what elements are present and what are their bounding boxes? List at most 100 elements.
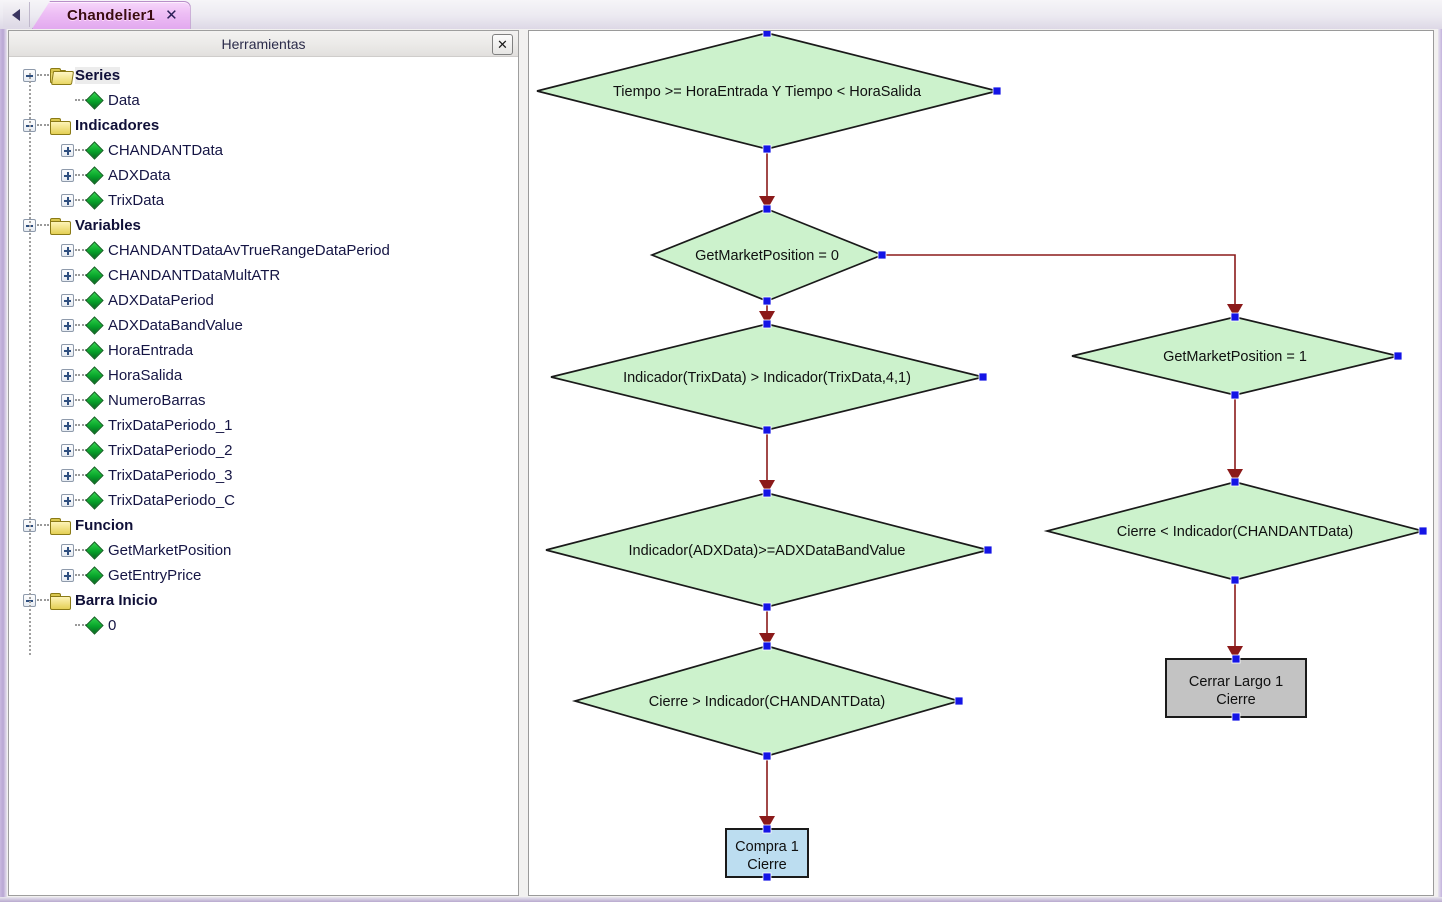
tree-item-0[interactable]: 0 (9, 613, 518, 638)
expand-plus-icon[interactable] (61, 194, 74, 207)
edge-n4-n5[interactable] (759, 607, 775, 647)
node-n2[interactable]: GetMarketPosition = 0 (649, 204, 887, 306)
tree-item-trixdataperiodo-3[interactable]: TrixDataPeriodo_3 (9, 463, 518, 488)
tree-item-adxdataperiod[interactable]: ADXDataPeriod (9, 288, 518, 313)
tree-item-chandantdataavtruerangedataperiod[interactable]: CHANDANTDataAvTrueRangeDataPeriod (9, 238, 518, 263)
expand-plus-icon[interactable] (61, 169, 74, 182)
handle-bottom[interactable] (762, 144, 772, 154)
node-n5[interactable]: Cierre > Indicador(CHANDANTData) (571, 641, 964, 761)
expand-plus-icon[interactable] (61, 144, 74, 157)
node-n1[interactable]: Tiempo >= HoraEntrada Y Tiempo < HoraSal… (536, 31, 1002, 154)
expand-plus-icon[interactable] (61, 344, 74, 357)
tree-item-adxdatabandvalue[interactable]: ADXDataBandValue (9, 313, 518, 338)
tree-item-label: TrixDataPeriodo_3 (108, 467, 233, 484)
tree-item-funcion[interactable]: Funcion (9, 513, 518, 538)
handle-bottom[interactable] (762, 751, 772, 761)
tree-item-horaentrada[interactable]: HoraEntrada (9, 338, 518, 363)
edge-n2-n7[interactable] (882, 254, 1243, 318)
expand-plus-icon[interactable] (61, 494, 74, 507)
expand-plus-icon[interactable] (61, 394, 74, 407)
tree-connector-line (75, 449, 87, 452)
handle-right[interactable] (978, 372, 988, 382)
tree-connector-line (37, 224, 49, 227)
handle-right[interactable] (1418, 526, 1428, 536)
handle-top[interactable] (1230, 312, 1240, 322)
handle-bottom[interactable] (762, 296, 772, 306)
tree-item-trixdataperiodo-2[interactable]: TrixDataPeriodo_2 (9, 438, 518, 463)
expand-plus-icon[interactable] (61, 444, 74, 457)
tree-item-indicadores[interactable]: Indicadores (9, 113, 518, 138)
handle-top[interactable] (762, 488, 772, 498)
expand-plus-icon[interactable] (61, 294, 74, 307)
tree-item-barra-inicio[interactable]: Barra Inicio (9, 588, 518, 613)
handle-right[interactable] (954, 696, 964, 706)
handle-right[interactable] (1393, 351, 1403, 361)
handle-right[interactable] (877, 250, 887, 260)
handle-top[interactable] (762, 641, 772, 651)
diamond-node-icon (85, 416, 104, 435)
tree-item-horasalida[interactable]: HoraSalida (9, 363, 518, 388)
handle-right[interactable] (983, 545, 993, 555)
tree-item-numerobarras[interactable]: NumeroBarras (9, 388, 518, 413)
expand-plus-icon[interactable] (61, 369, 74, 382)
tree-item-chandantdata[interactable]: CHANDANTData (9, 138, 518, 163)
handle-top[interactable] (1230, 477, 1240, 487)
handle-bottom[interactable] (762, 602, 772, 612)
tree-item-getentryprice[interactable]: GetEntryPrice (9, 563, 518, 588)
tree-connector-line (75, 99, 87, 102)
handle-top[interactable] (762, 319, 772, 329)
node-n8[interactable]: Cierre < Indicador(CHANDANTData) (1043, 477, 1428, 585)
expand-plus-icon[interactable] (61, 244, 74, 257)
edge-n1-n2[interactable] (759, 149, 775, 210)
edge-n8-n9[interactable] (1227, 580, 1243, 660)
close-icon[interactable]: ✕ (492, 34, 513, 55)
handle-bottom[interactable] (1230, 390, 1240, 400)
handle-top[interactable] (762, 204, 772, 214)
handle-top[interactable] (762, 824, 772, 834)
node-n7[interactable]: GetMarketPosition = 1 (1071, 312, 1403, 400)
tree-item-series[interactable]: Series (9, 63, 518, 88)
tab-scroll-left-button[interactable] (3, 2, 30, 27)
folder-icon-body (50, 520, 71, 535)
handle-bottom[interactable] (762, 425, 772, 435)
handle-bottom[interactable] (762, 872, 772, 882)
expand-plus-icon[interactable] (61, 419, 74, 432)
tab-close-icon[interactable]: ✕ (165, 7, 178, 24)
tree-connector-line (75, 474, 87, 477)
diagram-canvas[interactable]: Tiempo >= HoraEntrada Y Tiempo < HoraSal… (528, 30, 1434, 896)
tree-item-label: Funcion (75, 517, 134, 534)
expand-plus-icon[interactable] (61, 569, 74, 582)
edge-n7-n8[interactable] (1227, 395, 1243, 483)
node-n4[interactable]: Indicador(ADXData)>=ADXDataBandValue (545, 488, 993, 612)
expand-plus-icon[interactable] (61, 544, 74, 557)
edge-n3-n4[interactable] (759, 430, 775, 494)
tree-item-trixdataperiodo-c[interactable]: TrixDataPeriodo_C (9, 488, 518, 513)
handle-top[interactable] (1231, 654, 1241, 664)
tab-chandelier1[interactable]: Chandelier1 ✕ (32, 1, 191, 29)
arrowhead-icon (759, 816, 775, 830)
tree-item-chandantdatamultatr[interactable]: CHANDANTDataMultATR (9, 263, 518, 288)
expand-plus-icon[interactable] (61, 469, 74, 482)
edge-n5-n6[interactable] (759, 756, 775, 830)
expand-plus-icon[interactable] (61, 269, 74, 282)
expand-plus-icon[interactable] (61, 319, 74, 332)
tree-item-variables[interactable]: Variables (9, 213, 518, 238)
tree-item-trixdataperiodo-1[interactable]: TrixDataPeriodo_1 (9, 413, 518, 438)
handle-bottom[interactable] (1230, 575, 1240, 585)
node-label: Indicador(TrixData) > Indicador(TrixData… (623, 370, 911, 386)
handle-top[interactable] (762, 31, 772, 38)
tree-connector-line (75, 549, 87, 552)
tree-item-adxdata[interactable]: ADXData (9, 163, 518, 188)
node-n3[interactable]: Indicador(TrixData) > Indicador(TrixData… (550, 319, 988, 435)
tree-item-trixdata[interactable]: TrixData (9, 188, 518, 213)
handle-right[interactable] (992, 86, 1002, 96)
folder-icon (50, 217, 71, 235)
handle-bottom[interactable] (1231, 712, 1241, 722)
tree-connector-line (37, 124, 49, 127)
tree-item-data[interactable]: Data (9, 88, 518, 113)
tree-item-getmarketposition[interactable]: GetMarketPosition (9, 538, 518, 563)
diamond-node-icon (85, 366, 104, 385)
